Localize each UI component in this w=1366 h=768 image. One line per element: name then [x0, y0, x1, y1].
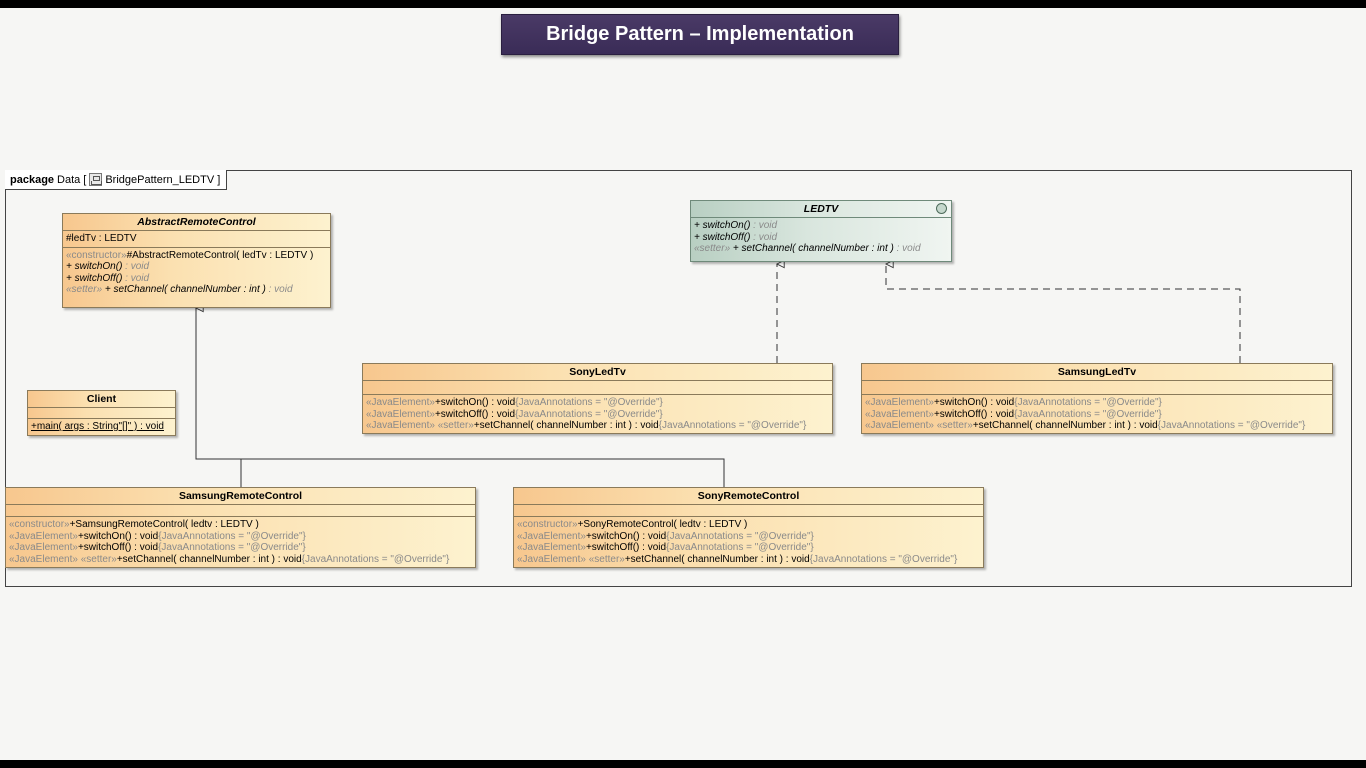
class-name: SamsungLedTv [862, 364, 1332, 381]
class-samsung-remote-control[interactable]: SamsungRemoteControl «constructor»+Samsu… [5, 487, 476, 568]
class-abstract-remote-control[interactable]: AbstractRemoteControl #ledTv : LEDTV «co… [62, 213, 331, 308]
class-name: SonyLedTv [363, 364, 832, 381]
operation-constructor: «constructor»+SamsungRemoteControl( ledt… [9, 519, 259, 530]
operation-constructor: «constructor»#AbstractRemoteControl( led… [66, 249, 314, 261]
attribute-compartment [6, 505, 475, 517]
package-keyword: package [10, 173, 55, 186]
operation-set-channel: «JavaElement» «setter»+setChannel( chann… [9, 553, 450, 565]
top-letterbox-bar [0, 0, 1366, 8]
operation-compartment: «constructor»+SamsungRemoteControl( ledt… [6, 517, 475, 567]
package-bracket-open: [ [83, 173, 87, 186]
operation-compartment: +main( args : String"[]" ) : void [28, 419, 175, 435]
operation-constructor: «constructor»+SonyRemoteControl( ledtv :… [517, 519, 748, 530]
package-tab[interactable]: package Data [ BridgePattern_LEDTV ] [5, 170, 228, 190]
attribute-compartment [862, 381, 1332, 395]
operation-switch-on: + switchOn() : void [694, 220, 778, 231]
operation-set-channel: «setter» + setChannel( channelNumber : i… [66, 284, 293, 296]
realization-samsung-led [886, 264, 1241, 363]
slide-title: Bridge Pattern – Implementation [501, 14, 899, 55]
class-name: AbstractRemoteControl [63, 214, 330, 231]
interface-ledtv[interactable]: LEDTV + switchOn() : void + switchOff() … [690, 200, 952, 262]
operation-switch-off: «JavaElement»+switchOff() : void{JavaAnn… [865, 408, 1162, 420]
class-samsung-led-tv[interactable]: SamsungLedTv «JavaElement»+switchOn() : … [861, 363, 1333, 434]
interface-name-row: LEDTV [691, 201, 951, 218]
operation-switch-on: + switchOn() : void [66, 261, 150, 273]
operation-switch-off: «JavaElement»+switchOff() : void{JavaAnn… [517, 542, 814, 554]
operation-switch-on: «JavaElement»+switchOn() : void{JavaAnno… [517, 530, 814, 542]
interface-circle-icon [936, 203, 947, 214]
attribute-ledtv: #ledTv : LEDTV [66, 233, 137, 244]
generalization-samsung-remote [196, 308, 242, 487]
operation-switch-off: + switchOff() : void [694, 231, 778, 243]
operation-switch-on: «JavaElement»+switchOn() : void{JavaAnno… [366, 397, 663, 408]
class-sony-led-tv[interactable]: SonyLedTv «JavaElement»+switchOn() : voi… [362, 363, 833, 434]
operation-compartment: «JavaElement»+switchOn() : void{JavaAnno… [862, 395, 1332, 434]
interface-name: LEDTV [803, 203, 839, 215]
class-name: SamsungRemoteControl [6, 488, 475, 505]
operation-switch-on: «JavaElement»+switchOn() : void{JavaAnno… [9, 530, 306, 542]
class-name: SonyRemoteControl [514, 488, 983, 505]
operation-switch-off: + switchOff() : void [66, 272, 150, 284]
operation-compartment: «JavaElement»+switchOn() : void{JavaAnno… [363, 395, 832, 434]
operation-compartment: «constructor»#AbstractRemoteControl( led… [63, 248, 330, 298]
operation-set-channel: «setter» + setChannel( channelNumber : i… [694, 243, 921, 255]
operation-set-channel: «JavaElement» «setter»+setChannel( chann… [517, 553, 958, 565]
package-name: Data [57, 173, 81, 186]
attribute-compartment [363, 381, 832, 395]
class-sony-remote-control[interactable]: SonyRemoteControl «constructor»+SonyRemo… [513, 487, 984, 568]
operation-compartment: «constructor»+SonyRemoteControl( ledtv :… [514, 517, 983, 567]
operation-switch-off: «JavaElement»+switchOff() : void{JavaAnn… [9, 542, 306, 554]
class-diagram-icon [89, 173, 103, 186]
operation-switch-on: «JavaElement»+switchOn() : void{JavaAnno… [865, 397, 1162, 408]
operation-set-channel: «JavaElement» «setter»+setChannel( chann… [366, 420, 807, 432]
package-diagram-name: BridgePattern_LEDTV [105, 173, 215, 186]
operation-compartment: + switchOn() : void + switchOff() : void… [691, 218, 951, 257]
attribute-compartment [514, 505, 983, 517]
operation-main: +main( args : String"[]" ) : void [31, 421, 164, 432]
class-client[interactable]: Client +main( args : String"[]" ) : void [27, 390, 176, 436]
package-frame [5, 170, 1352, 587]
operation-switch-off: «JavaElement»+switchOff() : void{JavaAnn… [366, 408, 663, 420]
class-name: Client [28, 391, 175, 408]
generalization-sony-remote [196, 458, 725, 487]
bottom-letterbox-bar [0, 760, 1366, 768]
attribute-compartment: #ledTv : LEDTV [63, 231, 330, 248]
package-bracket-close: ] [217, 173, 221, 186]
attribute-compartment [28, 408, 175, 419]
operation-set-channel: «JavaElement» «setter»+setChannel( chann… [865, 420, 1306, 432]
